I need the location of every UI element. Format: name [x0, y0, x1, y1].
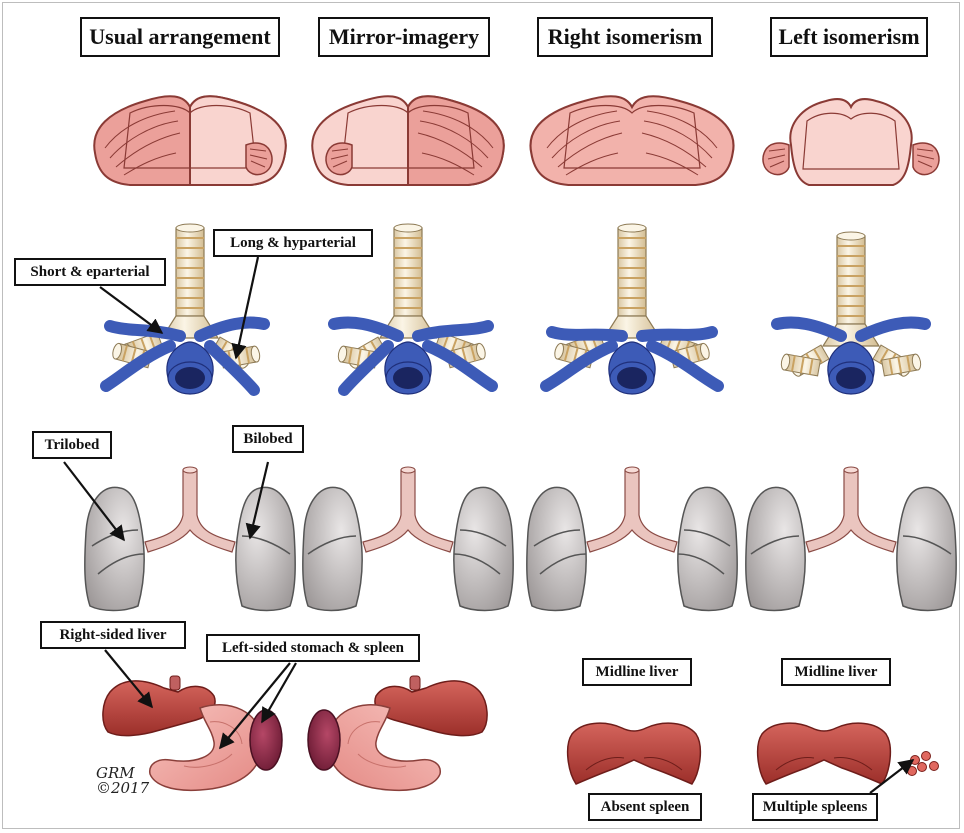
label-trilobed: Trilobed [32, 431, 112, 459]
label-bilobed: Bilobed [232, 425, 304, 453]
label-midline-liver-left: Midline liver [781, 658, 891, 686]
label-long-hyparterial: Long & hyparterial [213, 229, 373, 257]
artist-signature: GRM ©2017 [96, 766, 149, 796]
header-right-isomerism: Right isomerism [537, 17, 713, 57]
label-absent-spleen: Absent spleen [588, 793, 702, 821]
header-mirror-imagery: Mirror-imagery [318, 17, 490, 57]
label-left-sided-stomach-spleen: Left-sided stomach & spleen [206, 634, 420, 662]
header-left-isomerism: Left isomerism [770, 17, 928, 57]
label-right-sided-liver: Right-sided liver [40, 621, 186, 649]
label-multiple-spleens: Multiple spleens [752, 793, 878, 821]
signature-year: ©2017 [96, 781, 149, 796]
label-short-eparterial: Short & eparterial [14, 258, 166, 286]
header-usual-arrangement: Usual arrangement [80, 17, 280, 57]
label-midline-liver-right: Midline liver [582, 658, 692, 686]
